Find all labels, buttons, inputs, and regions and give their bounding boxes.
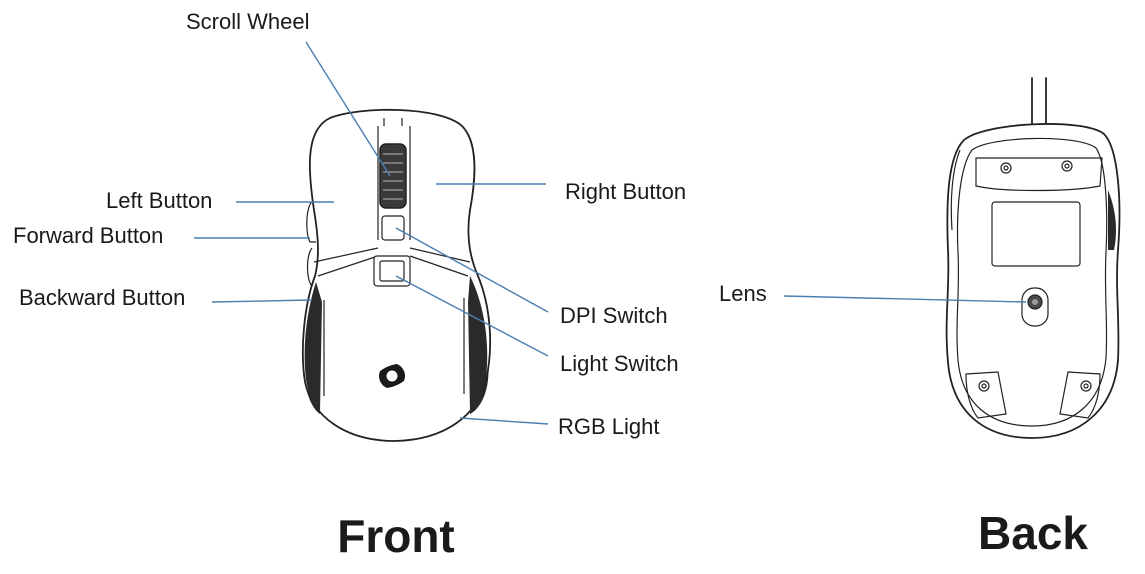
label-dpi-switch: DPI Switch [560,303,668,328]
backward-button-shape [306,247,313,287]
leader-light-switch [395,275,549,357]
bottom-label-area [991,201,1081,267]
top-foot-pad [975,157,1103,192]
bottom-foot-right [1059,371,1101,419]
leader-rgb-light [459,417,549,425]
label-lens: Lens [719,281,767,306]
leader-backward-button [211,299,313,303]
leader-dpi-switch [395,227,549,313]
label-right-button: Right Button [565,179,686,204]
back-mouse-drawing [945,77,1121,439]
dpi-switch-shape [381,215,405,241]
label-forward-button: Forward Button [13,223,163,248]
view-title-back: Back [978,507,1088,559]
label-scroll-wheel: Scroll Wheel [186,9,309,34]
top-screw-right [1061,160,1073,172]
label-backward-button: Backward Button [19,285,185,310]
leader-lines [194,41,1027,425]
label-light-switch: Light Switch [560,351,679,376]
back-body-outline [945,123,1121,439]
scroll-wheel-shape [379,143,407,209]
label-rgb-light: RGB Light [558,414,660,439]
leader-lens [783,295,1027,303]
brand-logo-icon [379,360,405,392]
leader-scroll-wheel [305,41,391,177]
right-button-edge [409,247,471,263]
top-screw-left [1000,162,1012,174]
view-title-front: Front [337,510,455,562]
bottom-foot-left [965,371,1007,419]
label-left-button: Left Button [106,188,212,213]
left-button-edge [313,247,379,263]
forward-button-shape [306,201,316,243]
front-mouse-drawing [301,108,492,442]
